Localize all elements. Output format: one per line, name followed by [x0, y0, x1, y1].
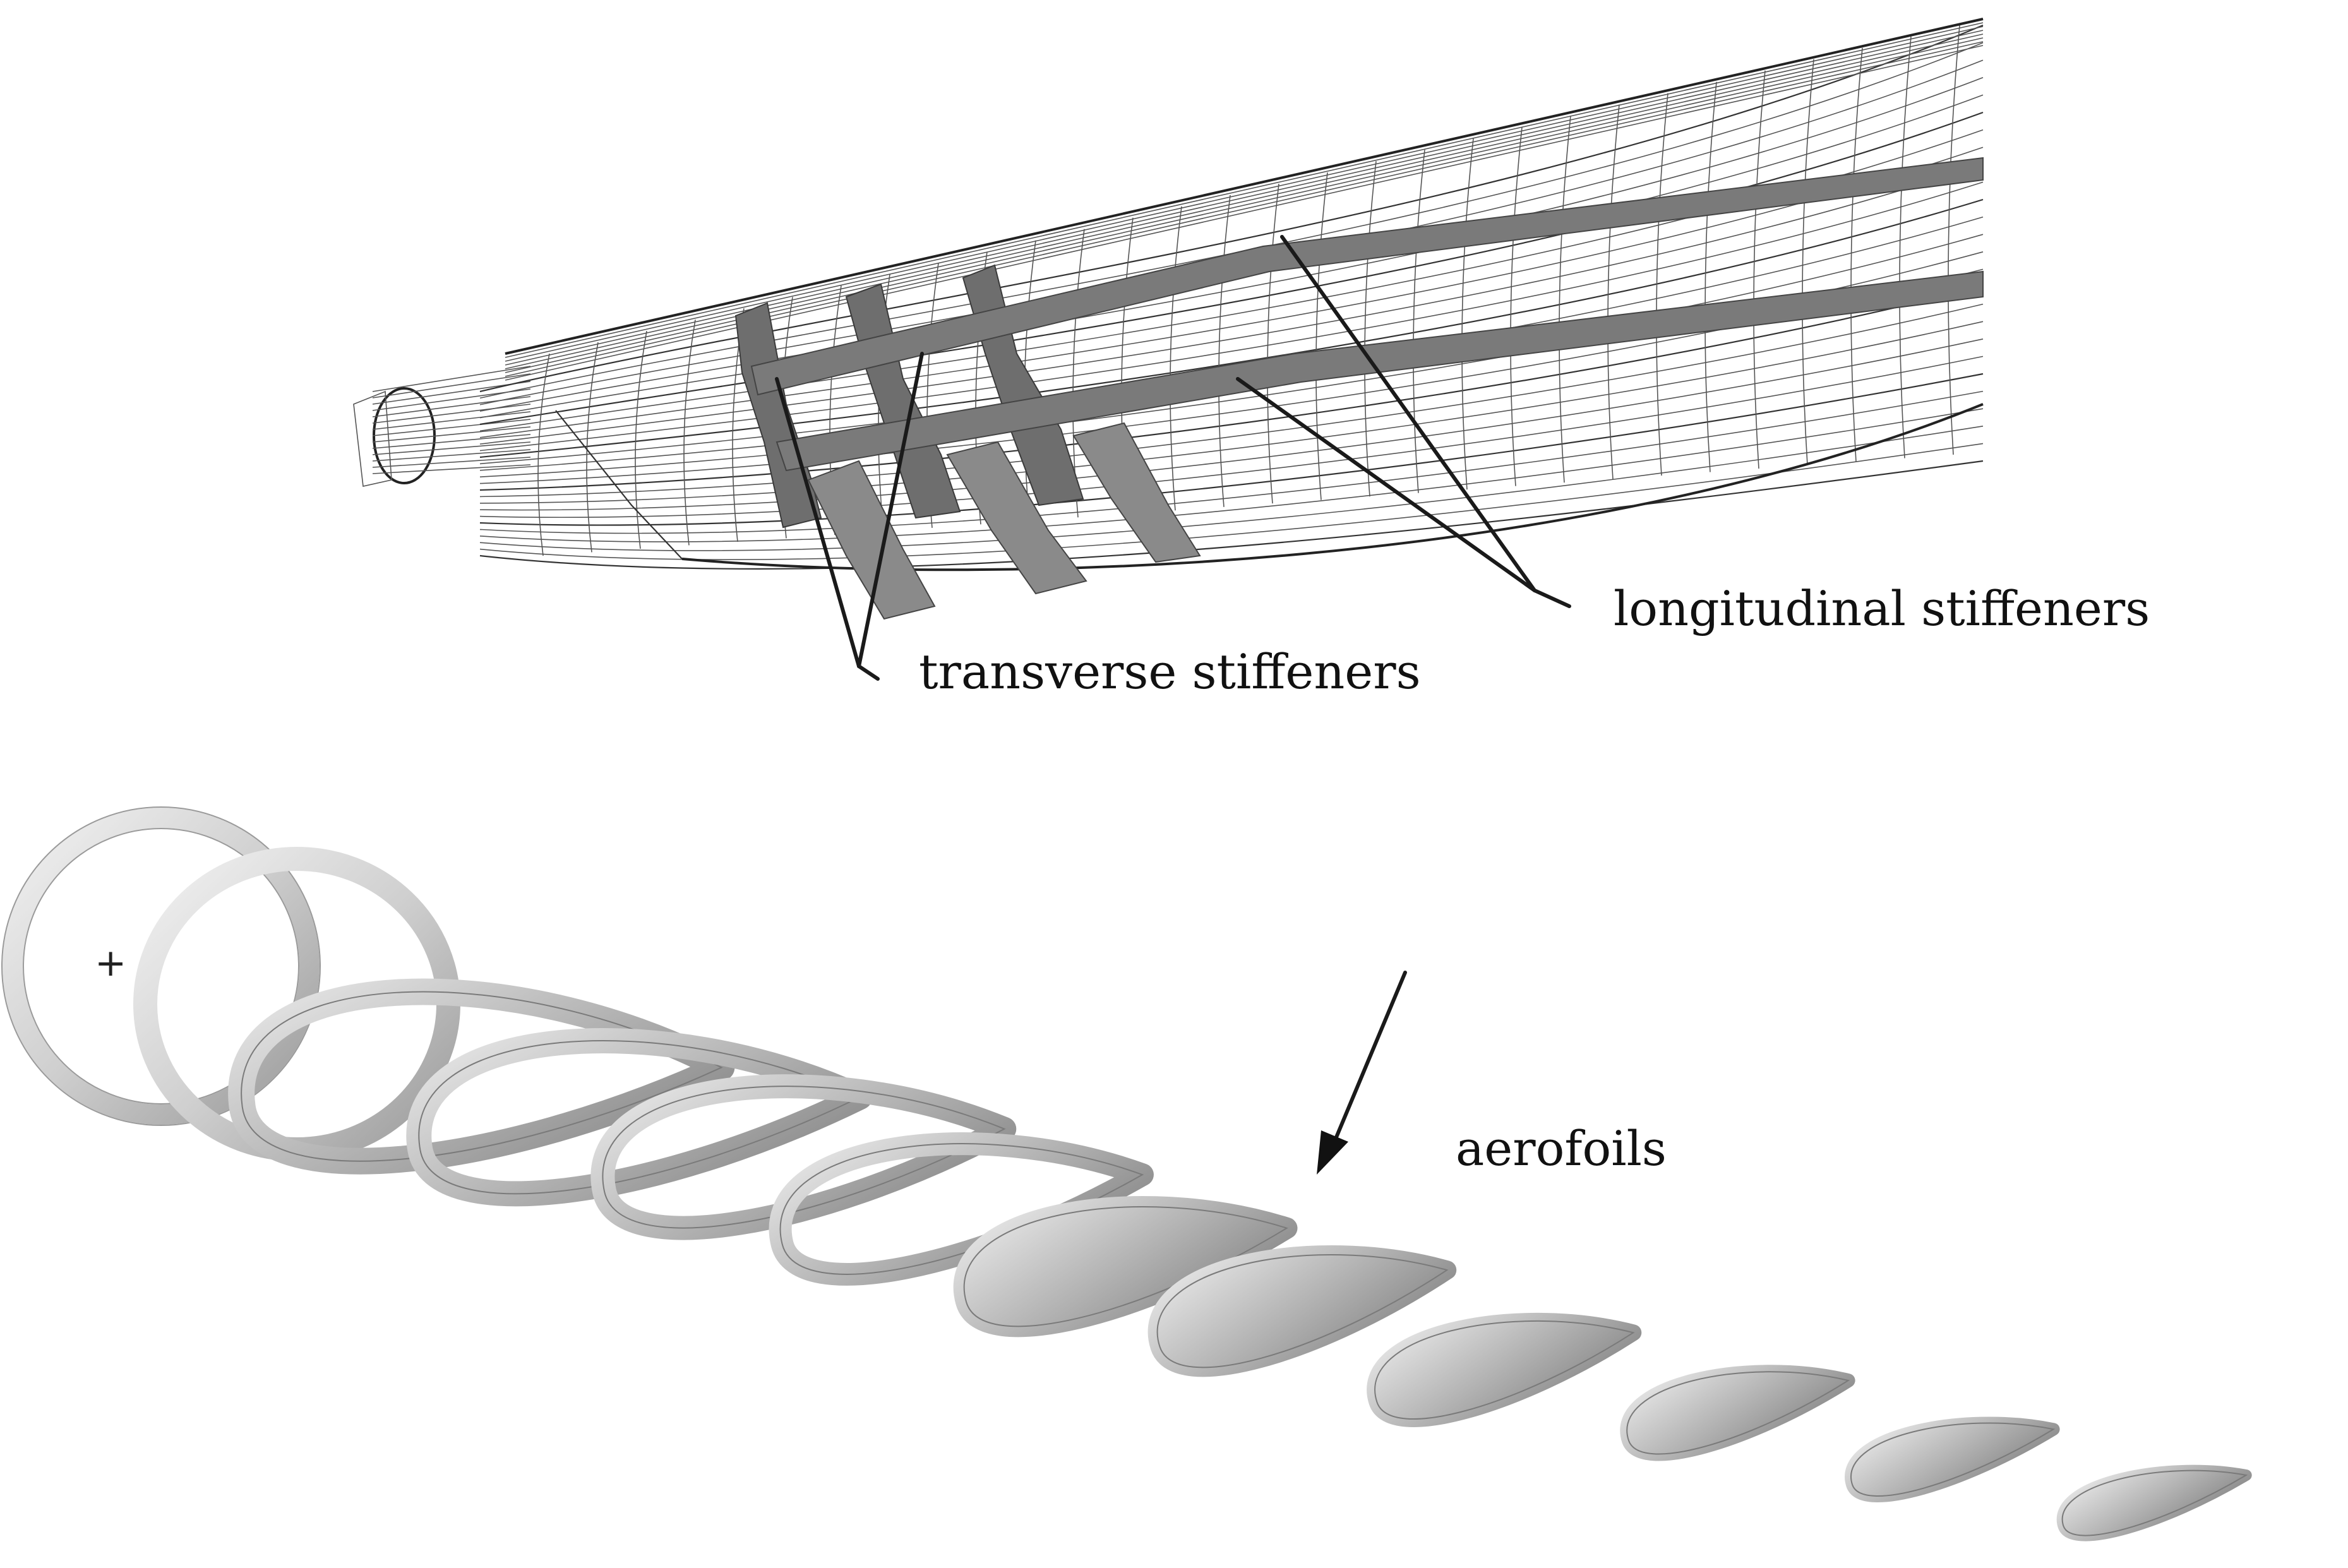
- longitudinal-leader-2: [1236, 377, 1536, 592]
- transverse-leader-2: [857, 352, 924, 668]
- root-hub-line: [372, 457, 531, 468]
- spanwise-line: [479, 164, 1984, 445]
- chordwise-rib: [1899, 36, 1912, 458]
- chordwise-rib: [586, 342, 599, 553]
- spanwise-line: [479, 285, 1984, 491]
- aerofoil-edge: [2061, 1469, 2248, 1536]
- root-hub-line: [372, 449, 531, 462]
- aerofoil-section: [1845, 1416, 2060, 1502]
- chordwise-rib: [1948, 25, 1960, 455]
- aerofoils-label: aerofoils: [1456, 1120, 1667, 1176]
- aerofoils-arrow: [1317, 971, 1407, 1175]
- aerofoil-section: [1367, 1312, 1642, 1427]
- spanwise-line: [479, 338, 1984, 511]
- root-hub-line: [372, 441, 531, 455]
- spanwise-line: [479, 42, 1984, 399]
- leading-edge-line: [505, 22, 1984, 358]
- aerofoil-band: [1845, 1416, 2060, 1502]
- root-hub-line: [372, 426, 531, 443]
- aerofoil-band: [2056, 1464, 2252, 1541]
- spanwise-line: [479, 303, 1984, 498]
- spanwise-line: [479, 408, 1984, 542]
- aerofoil-section: [2056, 1464, 2252, 1541]
- transverse-stiffeners-label: transverse stiffeners: [919, 643, 1421, 700]
- aerofoil-section: [769, 1132, 1154, 1286]
- aerofoil-edge: [1850, 1422, 2056, 1497]
- spanwise-line: [479, 181, 1984, 452]
- aerofoil-edge: [602, 1086, 1006, 1229]
- crosshair-mark: +: [95, 941, 126, 985]
- aerofoil-sections: +: [1, 806, 2252, 1541]
- aerofoil-section: [228, 978, 735, 1175]
- chordwise-rib: [1461, 138, 1474, 490]
- aerofoil-band: [1620, 1365, 1855, 1461]
- root-ring-1: [3, 808, 320, 1125]
- chordwise-rib: [1315, 172, 1328, 500]
- chordwise-rib: [1170, 206, 1182, 511]
- chordwise-rib: [1607, 104, 1620, 479]
- chordwise-rib: [1802, 59, 1814, 465]
- spanwise-line: [479, 198, 1984, 458]
- root-transition-edge: [555, 410, 683, 560]
- hull-lower-edge: [681, 403, 1984, 572]
- spanwise-line: [479, 460, 1984, 570]
- chordwise-rib: [537, 353, 550, 556]
- transverse-stiffener-plates: [734, 264, 1201, 620]
- spanwise-line: [479, 24, 1984, 393]
- chordwise-rib: [1413, 150, 1425, 493]
- chordwise-rib: [1267, 183, 1279, 504]
- aerofoil-edge: [963, 1206, 1288, 1327]
- aerofoil-section: [1620, 1365, 1855, 1461]
- root-hub-line: [372, 419, 531, 436]
- spanwise-line: [479, 111, 1984, 426]
- root-hub-line: [372, 464, 531, 474]
- chordwise-rib: [683, 320, 696, 546]
- spanwise-line: [479, 390, 1984, 534]
- aerofoil-section: [1147, 1245, 1457, 1377]
- root-hub-line: [372, 373, 531, 398]
- aerofoil-section: [953, 1196, 1298, 1338]
- chordwise-rib: [1753, 70, 1766, 469]
- root-hub-line: [372, 381, 531, 405]
- longitudinal-stiffeners-label: longitudinal stiffeners: [1614, 580, 2150, 637]
- chordwise-rib: [1656, 93, 1668, 476]
- aerofoil-edge: [1374, 1320, 1635, 1420]
- wireframe-blade-model: [353, 18, 1984, 572]
- chordwise-rib: [1704, 81, 1717, 472]
- leading-edge-line: [505, 45, 1984, 381]
- root-ring-1-inner: [23, 828, 299, 1104]
- root-hub-line: [372, 411, 531, 430]
- spanwise-line: [479, 77, 1984, 412]
- chordwise-rib: [1510, 127, 1523, 486]
- longitudinal-stiffener-spars: [750, 157, 1984, 472]
- root-hub-line: [372, 366, 531, 392]
- chordwise-rib: [1364, 161, 1377, 497]
- aerofoil-edge: [241, 991, 723, 1162]
- chordwise-rib: [635, 331, 647, 549]
- hull-upper-edge: [505, 18, 1984, 355]
- spanwise-line: [479, 443, 1984, 560]
- root-hub-line: [372, 404, 531, 424]
- chordwise-rib: [1850, 47, 1863, 462]
- leading-edge-line: [505, 26, 1984, 362]
- root-ring-1-outline: [1, 806, 321, 1126]
- aerofoil-edge: [1626, 1371, 1850, 1455]
- chordwise-rib: [1559, 116, 1571, 483]
- root-hub-line: [372, 434, 531, 449]
- chordwise-rib: [1218, 195, 1231, 507]
- aerofoil-edge: [1156, 1254, 1449, 1368]
- spanwise-line: [479, 321, 1984, 504]
- spanwise-line: [479, 147, 1984, 438]
- aerofoil-section: [590, 1074, 1017, 1240]
- root-flange: [353, 390, 392, 487]
- aerofoil-edge: [779, 1143, 1144, 1275]
- leader-lines: [775, 235, 1571, 681]
- spanwise-line: [479, 373, 1984, 526]
- spanwise-line: [479, 356, 1984, 518]
